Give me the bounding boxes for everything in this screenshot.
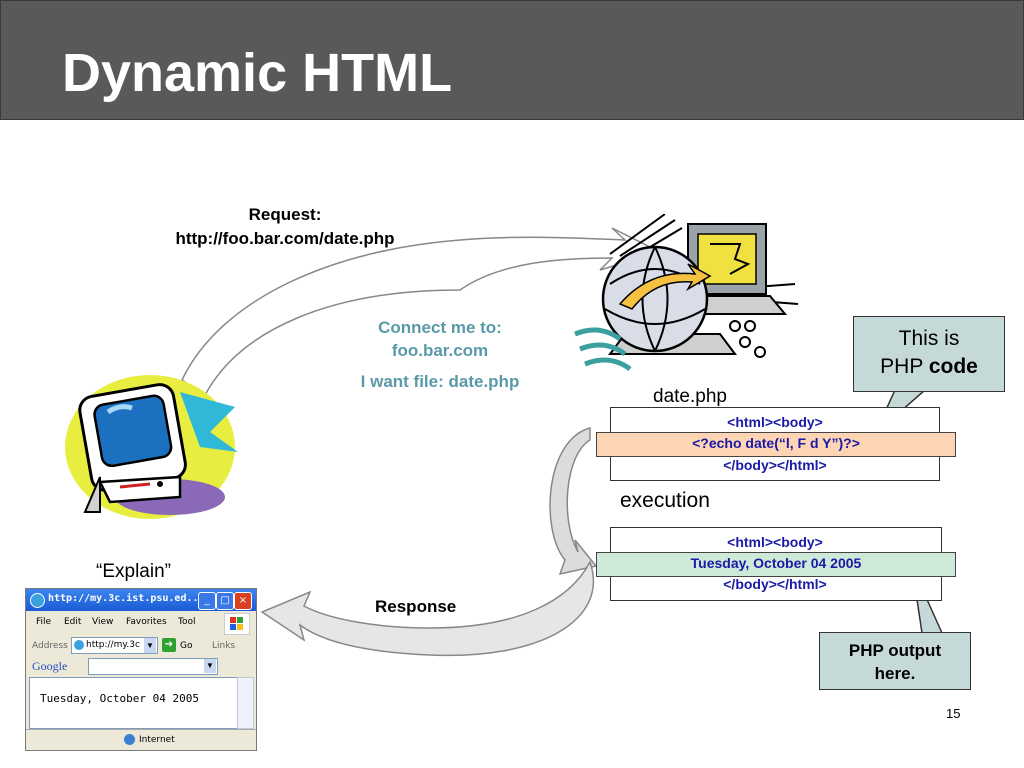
code-line2: <?echo date(“l, F d Y”)?> — [692, 435, 860, 451]
execution-label: execution — [620, 489, 710, 512]
callout-php-output: PHP output here. — [819, 632, 971, 690]
maximize-button[interactable]: □ — [216, 592, 234, 610]
windows-flag-icon — [224, 613, 250, 635]
callout-php-code: This is PHP code — [853, 316, 1005, 392]
execution-arrow — [549, 427, 598, 576]
output-line1: <html><body> — [727, 534, 823, 550]
address-label: Address — [32, 641, 68, 651]
connect-text: Connect me to: foo.bar.com I want file: … — [330, 316, 550, 393]
status-text: Internet — [139, 735, 175, 745]
google-logo: Google — [32, 659, 68, 673]
callout-code-php: PHP — [880, 355, 929, 378]
slide-title: Dynamic HTML — [62, 43, 453, 103]
connect-line2: foo.bar.com — [391, 341, 489, 360]
code-line1: <html><body> — [727, 414, 823, 430]
title-bar — [0, 0, 1024, 120]
page-icon — [74, 640, 84, 650]
callout-code-line2: PHP code — [854, 353, 1004, 381]
browser-window: http://my.3c.ist.psu.ed... _ □ × File Ed… — [25, 588, 257, 751]
globe-icon — [124, 734, 135, 745]
request-line1: Request: — [248, 205, 322, 224]
close-button[interactable]: × — [234, 592, 252, 610]
menu-favorites[interactable]: Favorites — [126, 617, 167, 627]
explain-label: “Explain” — [96, 561, 171, 582]
response-arrow — [260, 560, 595, 657]
links-label[interactable]: Links — [212, 641, 236, 651]
request-label: Request: http://foo.bar.com/date.php — [140, 203, 430, 251]
connect-line1: Connect me to: — [378, 318, 502, 337]
server-computer-icon — [574, 214, 799, 372]
google-dropdown-icon[interactable]: ▼ — [204, 659, 216, 673]
menu-view[interactable]: View — [92, 617, 114, 627]
browser-title: http://my.3c.ist.psu.ed... — [48, 593, 205, 604]
file-label: date.php — [653, 386, 727, 407]
google-search-input[interactable] — [88, 658, 218, 675]
page-number: 15 — [946, 706, 961, 721]
connect-line3: I want file: date.php — [360, 372, 520, 391]
address-input[interactable]: http://my.3c — [71, 637, 158, 654]
menu-edit[interactable]: Edit — [64, 617, 82, 627]
request-url: http://foo.bar.com/date.php — [175, 229, 395, 248]
ie-logo-icon — [30, 593, 45, 608]
scrollbar[interactable] — [237, 677, 254, 729]
address-value: http://my.3c — [86, 640, 140, 650]
address-dropdown-icon[interactable]: ▼ — [144, 638, 156, 653]
client-computer-icon — [65, 375, 238, 519]
content-text: Tuesday, October 04 2005 — [40, 692, 199, 705]
status-bar: Internet — [26, 729, 256, 750]
output-line2: Tuesday, October 04 2005 — [690, 555, 862, 571]
callout-code-line1: This is — [898, 327, 960, 350]
go-arrow-icon[interactable]: ➔ — [162, 638, 176, 652]
minimize-button[interactable]: _ — [198, 592, 216, 610]
callout-code-bold: code — [928, 355, 978, 378]
response-label: Response — [375, 597, 457, 616]
output-line3: </body></html> — [723, 576, 827, 592]
menu-file[interactable]: File — [36, 617, 52, 627]
output-highlight — [596, 552, 956, 577]
menu-tools[interactable]: Tool — [178, 617, 196, 627]
page-content: Tuesday, October 04 2005 — [29, 677, 239, 729]
callout-output-line1: PHP output — [848, 641, 942, 660]
callout-output-line2: here. — [874, 664, 916, 683]
code-highlight — [596, 432, 956, 457]
go-button[interactable]: Go — [180, 641, 193, 651]
code-line3: </body></html> — [723, 457, 827, 473]
